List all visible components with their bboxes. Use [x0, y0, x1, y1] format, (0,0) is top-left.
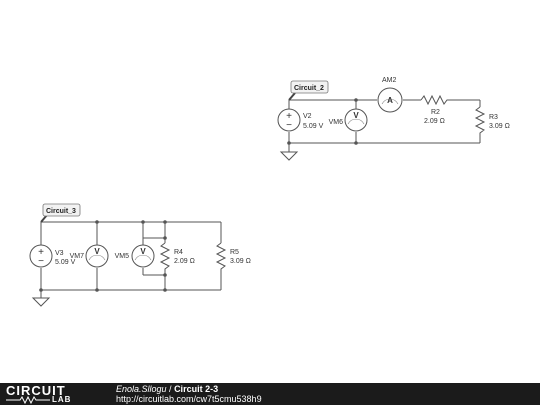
schematic-canvas: + − V2 5.09 V Circuit_2 V VM6 A AM2 R2 2… — [29, 77, 510, 307]
v2-name: V2 — [303, 113, 312, 120]
circuit-3 — [40, 221, 222, 298]
v3-value: 5.09 V — [55, 259, 76, 266]
junction-dot — [141, 220, 145, 224]
author-link[interactable]: Enola.Sllogu — [116, 384, 167, 394]
circuit-url[interactable]: http://circuitlab.com/cw7t5cmu538h9 — [116, 394, 262, 404]
v2-value: 5.09 V — [303, 123, 324, 130]
vm6-symbol: V — [353, 111, 359, 120]
voltmeter-vm7[interactable] — [85, 244, 109, 268]
junction-dot — [354, 98, 358, 102]
r5-name: R5 — [230, 249, 239, 256]
r4-name: R4 — [174, 249, 183, 256]
circuit-3-label-tag[interactable] — [40, 203, 81, 223]
vm5-symbol: V — [140, 247, 146, 256]
am2-name: AM2 — [382, 77, 397, 84]
voltage-source-v3[interactable]: + − — [29, 244, 53, 268]
circuit-2-label-tag[interactable] — [288, 80, 329, 101]
ground-symbol — [31, 297, 51, 307]
r3-value: 3.09 Ω — [489, 123, 510, 130]
voltmeter-vm6[interactable] — [344, 108, 368, 132]
junction-dot — [354, 141, 358, 145]
voltmeter-vm5[interactable] — [131, 244, 155, 268]
r2-value: 2.09 Ω — [424, 118, 445, 125]
junction-dot — [287, 141, 291, 145]
vm6-name: VM6 — [329, 119, 344, 126]
junction-dot — [39, 288, 43, 292]
circuit-2 — [288, 99, 481, 152]
r2-name: R2 — [431, 109, 440, 116]
ammeter-am2[interactable] — [377, 87, 403, 113]
resistor-r4[interactable] — [159, 242, 171, 271]
v3-name: V3 — [55, 250, 64, 257]
vm5-name: VM5 — [115, 253, 130, 260]
vm7-symbol: V — [94, 247, 100, 256]
footer-bar: CIRCUIT LAB Enola.Sllogu / Circuit 2-3 h… — [0, 383, 540, 405]
svg-text:+: + — [38, 247, 44, 258]
r3-name: R3 — [489, 114, 498, 121]
r4-value: 2.09 Ω — [174, 258, 195, 265]
junction-dot — [95, 220, 99, 224]
svg-text:−: − — [38, 256, 44, 267]
logo-bottom-text: LAB — [52, 395, 72, 404]
circuit-3-label: Circuit_3 — [46, 208, 76, 215]
resistor-r2[interactable] — [420, 94, 449, 106]
resistor-wave-icon — [6, 396, 50, 404]
circuit-title: Circuit 2-3 — [174, 384, 219, 394]
logo-top-text: CIRCUIT — [6, 383, 66, 398]
am2-symbol: A — [387, 96, 393, 105]
vm7-name: VM7 — [70, 253, 85, 260]
junction-dot — [163, 220, 167, 224]
junction-dot — [163, 236, 167, 240]
junction-dot — [163, 288, 167, 292]
resistor-r5[interactable] — [215, 242, 227, 271]
circuit-2-label: Circuit_2 — [294, 85, 324, 92]
junction-dot — [95, 288, 99, 292]
r5-value: 3.09 Ω — [230, 258, 251, 265]
circuitlab-logo[interactable]: CIRCUIT LAB — [6, 384, 110, 405]
breadcrumb-separator: / — [166, 384, 175, 394]
breadcrumb: Enola.Sllogu / Circuit 2-3 — [116, 384, 218, 395]
svg-text:+: + — [286, 111, 292, 122]
voltage-source-v2[interactable]: + − — [277, 108, 301, 132]
svg-text:−: − — [286, 120, 292, 131]
junction-dot — [163, 273, 167, 277]
ground-symbol — [279, 151, 299, 161]
resistor-r3[interactable] — [474, 106, 486, 135]
